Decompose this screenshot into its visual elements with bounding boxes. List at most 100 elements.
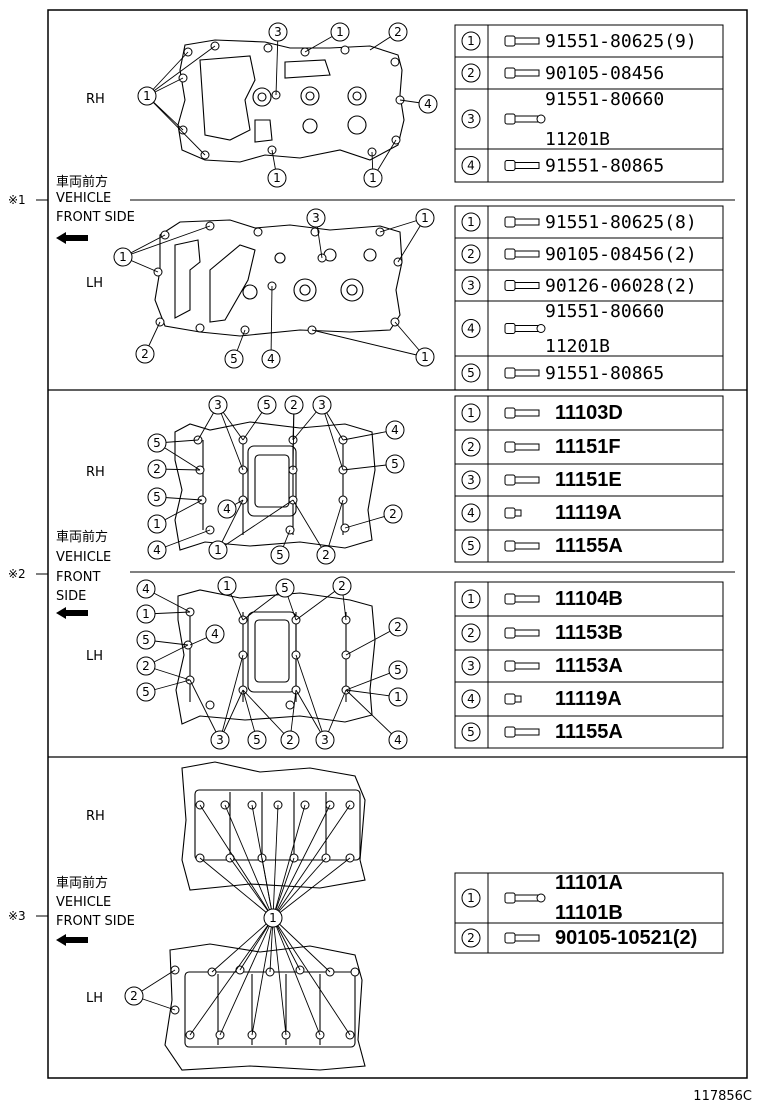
callout-number: 1 (208, 540, 228, 560)
leader-line (199, 804, 274, 919)
svg-text:SIDE: SIDE (56, 589, 86, 604)
bolt-hole-marker (390, 57, 400, 67)
callout-number: 2 (135, 344, 155, 364)
svg-text:4: 4 (391, 423, 399, 437)
part-number: 11101B (555, 902, 623, 924)
part-number: 91551-80660 (545, 301, 664, 322)
item-number: 4 (467, 159, 475, 173)
item-number-badge (461, 244, 481, 264)
item-number: 5 (467, 725, 475, 739)
svg-text:1: 1 (273, 171, 281, 185)
leader-line (272, 917, 351, 1036)
item-number: 1 (467, 34, 475, 48)
leader-line (275, 31, 279, 96)
part-number: 90105-08456(2) (545, 244, 697, 265)
leader-line (272, 857, 351, 919)
item-number-badge (461, 156, 481, 175)
bolt-hole-marker (195, 323, 205, 333)
svg-text:5: 5 (394, 663, 402, 677)
callout-number: 2 (316, 545, 336, 565)
part-number: 91551-80625(9) (545, 31, 697, 52)
item-number: 4 (467, 692, 475, 706)
bolt-icon (504, 367, 540, 379)
s1-lh-cam-housing-outline (154, 219, 403, 337)
bolt-icon (504, 474, 540, 486)
side-label-lh-s3: LH (86, 991, 103, 1006)
part-number: 91551-80865 (545, 363, 664, 384)
leader-line (270, 285, 273, 360)
outer-frame (47, 9, 748, 1079)
callout-number: 5 (388, 660, 408, 680)
svg-text:VEHICLE: VEHICLE (56, 550, 111, 565)
svg-text:4: 4 (223, 502, 231, 516)
bolt-hole-marker (263, 43, 273, 53)
item-number: 1 (467, 215, 475, 229)
item-number: 3 (467, 473, 475, 487)
svg-text:2: 2 (153, 462, 161, 476)
item-number: 3 (467, 112, 475, 126)
callout-number: 2 (383, 504, 403, 524)
svg-text:1: 1 (269, 911, 277, 925)
callout-number: 5 (136, 630, 156, 650)
bolt-icon (504, 593, 540, 605)
leader-line (242, 689, 291, 741)
svg-text:車両前方: 車両前方 (56, 529, 108, 545)
item-number: 1 (467, 592, 475, 606)
svg-text:2: 2 (389, 507, 397, 521)
s2-rh-cam-cap-outline (174, 421, 376, 551)
svg-text:1: 1 (119, 250, 127, 264)
part-number: 90126-06028(2) (545, 276, 697, 297)
leader-line (122, 225, 211, 258)
part-number: 90105-08456 (545, 63, 664, 84)
item-number-badge (461, 109, 481, 129)
callout-number: 2 (284, 395, 304, 415)
leader-line (295, 689, 326, 741)
leader-line (219, 917, 274, 1036)
bolt-hole-marker (310, 227, 320, 237)
svg-text:1: 1 (153, 517, 161, 531)
svg-text:車両前方: 車両前方 (56, 875, 108, 891)
callout-number: 1 (147, 514, 167, 534)
callout-number: 5 (224, 349, 244, 369)
bolt-icon (504, 507, 522, 519)
bolt-icon (504, 160, 540, 171)
leader-line (189, 679, 221, 741)
part-number: 11151F (555, 436, 621, 458)
svg-text:1: 1 (143, 89, 151, 103)
item-number-badge (461, 589, 481, 609)
table-row: 1 91551-80625(9) (454, 24, 724, 58)
callout-number: 4 (388, 730, 408, 750)
side-label-rh-s3: RH (86, 809, 105, 824)
item-number: 4 (467, 506, 475, 520)
vehicle-front-label-s2: 車両前方 VEHICLE FRONT SIDE (56, 529, 111, 604)
s1-rh-cam-housing-outline (177, 39, 405, 163)
bolt-icon (504, 932, 540, 944)
item-number: 3 (467, 659, 475, 673)
callout-number: 5 (247, 730, 267, 750)
svg-text:5: 5 (153, 490, 161, 504)
leader-line (272, 804, 279, 919)
part-number: 91551-80625(8) (545, 212, 697, 233)
leader-line (272, 804, 331, 919)
bolt-icon (504, 35, 540, 47)
svg-text:5: 5 (281, 581, 289, 595)
part-number: 11104B (555, 588, 623, 610)
bolt-icon (504, 248, 540, 260)
vehicle-front-label-s1: 車両前方 VEHICLE FRONT SIDE (56, 174, 135, 225)
side-label-rh-s2: RH (86, 465, 105, 480)
bolt-hole-marker (285, 700, 295, 710)
callout-number: 1 (137, 86, 157, 106)
bolt-icon (504, 216, 540, 228)
vehicle-front-arrow-icon (56, 607, 88, 619)
callout-number: 2 (280, 730, 300, 750)
leader-line (272, 857, 327, 919)
